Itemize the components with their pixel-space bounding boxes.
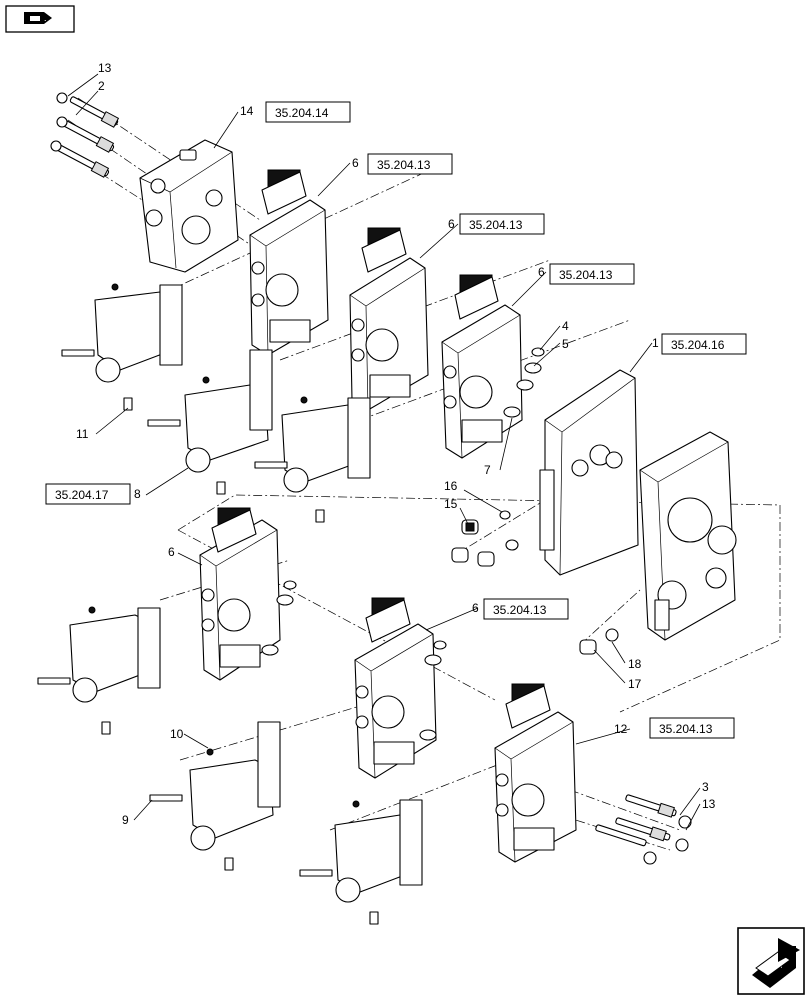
callout-6-b: 6 [448, 217, 455, 231]
valve-section-4 [199, 507, 281, 681]
stud-bolts-bottom [595, 794, 692, 865]
ref-box-35.204.17[interactable]: 35.204.17 [45, 483, 131, 505]
callout-2: 2 [98, 79, 105, 93]
callout-6-e: 6 [472, 601, 479, 615]
valve-section-1 [249, 169, 329, 356]
callout-4: 4 [562, 319, 569, 333]
callout-13-b: 13 [702, 797, 716, 811]
ref-label: 35.204.17 [55, 488, 109, 502]
callout-16: 16 [444, 479, 458, 493]
ref-label: 35.204.13 [377, 158, 431, 172]
ref-box-35.204.13-a[interactable]: 35.204.13 [367, 153, 453, 175]
ref-label: 35.204.13 [469, 218, 523, 232]
callout-17: 17 [628, 677, 642, 691]
callout-6-a: 6 [352, 156, 359, 170]
actuator-head-5 [149, 721, 281, 871]
ref-label: 35.204.13 [493, 603, 547, 617]
ref-label: 35.204.14 [275, 106, 329, 120]
ref-box-35.204.14[interactable]: 35.204.14 [265, 101, 351, 123]
callout-18: 18 [628, 657, 642, 671]
ref-box-35.204.13-d[interactable]: 35.204.13 [483, 598, 569, 620]
callout-11: 11 [76, 427, 89, 441]
valve-section-2 [349, 227, 429, 411]
callout-1: 1 [652, 336, 659, 350]
callout-9: 9 [122, 813, 129, 827]
ref-box-35.204.13-c[interactable]: 35.204.13 [549, 263, 635, 285]
ref-box-35.204.13-e[interactable]: 35.204.13 [649, 717, 735, 739]
callout-6-d: 6 [168, 545, 175, 559]
callout-15: 15 [444, 497, 458, 511]
callout-14: 14 [240, 104, 254, 118]
callout-12: 12 [614, 722, 628, 736]
callout-8: 8 [134, 487, 141, 501]
ref-label: 35.204.16 [671, 338, 725, 352]
actuator-head-1 [61, 283, 183, 411]
callout-numbers: 13 2 14 6 6 6 4 5 1 11 7 16 15 8 6 6 18 … [76, 61, 716, 827]
end-cover-block [139, 139, 239, 273]
ref-box-35.204.16[interactable]: 35.204.16 [661, 333, 747, 355]
actuator-head-2 [147, 349, 273, 495]
stud-bolts-top [50, 92, 120, 178]
actuator-head-3 [254, 396, 371, 523]
next-page-arrow-icon[interactable] [737, 927, 805, 995]
ref-label: 35.204.13 [559, 268, 613, 282]
callout-3: 3 [702, 780, 709, 794]
ref-label: 35.204.13 [659, 722, 713, 736]
actuator-head-6 [299, 799, 423, 925]
callout-13: 13 [98, 61, 112, 75]
callout-5: 5 [562, 337, 569, 351]
book-arrow-icon[interactable] [5, 5, 75, 33]
callout-leaders [67, 73, 701, 831]
valve-section-5 [354, 597, 437, 779]
valve-section-6 [494, 683, 577, 863]
callout-10: 10 [170, 727, 184, 741]
actuator-head-4 [37, 606, 161, 735]
ref-box-35.204.13-b[interactable]: 35.204.13 [459, 213, 545, 235]
seal-rings [261, 347, 619, 741]
valve-section-3 [441, 274, 523, 459]
callout-6-c: 6 [538, 265, 545, 279]
plugs [451, 519, 597, 655]
callout-7: 7 [484, 463, 491, 477]
inlet-section-rear [539, 369, 639, 576]
inlet-section-front [639, 431, 737, 641]
